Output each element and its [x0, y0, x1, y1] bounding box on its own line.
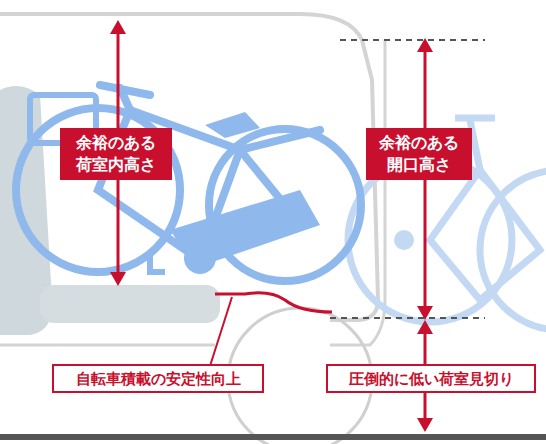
box-label: 自転車積載の安定性向上 — [76, 370, 241, 388]
box-label: 圧倒的に低い荷室見切り — [349, 370, 514, 388]
feature-box: 余裕のある 荷室内高さ — [60, 128, 172, 180]
box-label: 余裕のある 開口高さ — [372, 132, 466, 175]
feature-box: 余裕のある 開口高さ — [366, 128, 472, 180]
bicycle-outside — [348, 118, 546, 330]
text-wrap: 自転車積載の安定性向上 — [76, 370, 241, 388]
box-label: 余裕のある 荷室内高さ — [66, 132, 166, 175]
car-lower-outline — [0, 40, 385, 345]
bike-hub — [394, 230, 414, 250]
car-outline — [0, 14, 378, 320]
text-wrap: 余裕のある 開口高さ — [372, 132, 466, 175]
seat-cushion — [40, 285, 220, 323]
leader-line — [210, 297, 232, 366]
floor-curve — [215, 293, 332, 312]
text-wrap: 圧倒的に低い荷室見切り — [349, 370, 514, 388]
guide-line — [330, 40, 485, 318]
bicycle-inside — [16, 85, 361, 281]
bike-saddle — [205, 112, 260, 138]
crank — [184, 242, 216, 274]
text-wrap: 余裕のある 荷室内高さ — [66, 132, 166, 175]
callout-box: 自転車積載の安定性向上 — [52, 364, 264, 393]
pedal — [150, 255, 165, 272]
callout-box: 圧倒的に低い荷室見切り — [326, 364, 536, 393]
ground-line — [0, 434, 546, 440]
